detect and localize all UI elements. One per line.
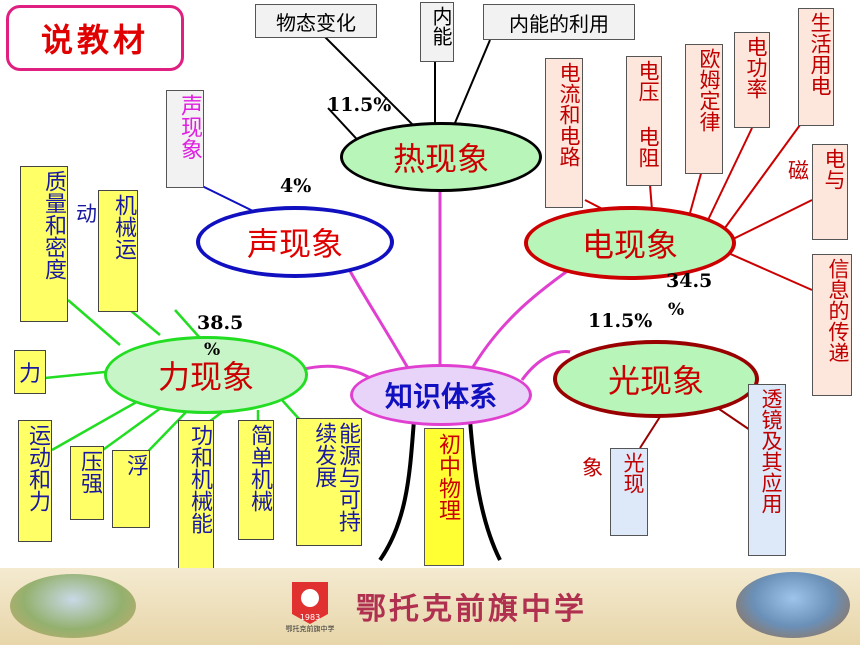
title-box: 说教材 xyxy=(6,5,184,71)
school-logo-icon: 1983 xyxy=(292,582,328,624)
light-topic-lens-application: 透镜及其应用 xyxy=(748,384,786,556)
force-topic-work-energy: 功和机械能 xyxy=(178,420,214,570)
electric-topic-electricity-and: 电与 xyxy=(812,144,848,240)
school-name: 鄂托克前旗中学 xyxy=(356,592,587,627)
school-logo-text: 鄂托克前旗中学 xyxy=(285,625,335,633)
electric-topic-electric-power: 电功率 xyxy=(734,32,770,128)
footer-photo-left xyxy=(10,574,136,638)
force-topic-mechanical-motion: 机械运 xyxy=(98,190,138,312)
force-topic-energy-sustainable: 能源与可持续发展 xyxy=(296,418,362,546)
electric-side-magnetism: 磁 xyxy=(788,159,809,183)
school-logo: 1983 鄂托克前旗中学 xyxy=(282,574,338,634)
electric-topic-current-circuit: 电流和电路 xyxy=(545,58,583,208)
light-topic-light: 光现 xyxy=(610,448,648,536)
force-percent-number: 38.5 xyxy=(197,312,244,334)
svg-text:1983: 1983 xyxy=(300,613,320,622)
electric-bubble[interactable]: 电现象 xyxy=(524,206,736,280)
light-bubble[interactable]: 光现象 xyxy=(553,340,759,418)
trunk-label: 初中物理 xyxy=(424,428,464,566)
electric-topic-information-transmission: 信息的传递 xyxy=(812,254,852,396)
sound-topic: 声现象 xyxy=(166,90,204,188)
footer-photo-right xyxy=(736,572,850,638)
force-side-move: 动 xyxy=(76,202,97,226)
force-topic-pressure: 压强 xyxy=(70,446,104,520)
electric-percent-sign: % xyxy=(668,300,685,320)
heat-topic-1: 物态变化 xyxy=(255,4,377,38)
force-topic-mass-density: 质量和密度 xyxy=(20,166,68,322)
electric-topic-voltage-resistance: 电压 电阻 xyxy=(626,56,662,186)
heat-topic-2: 内能 xyxy=(420,2,454,62)
light-side-phenomenon: 象 xyxy=(582,456,603,480)
force-topic-motion-force: 运动和力 xyxy=(18,420,52,542)
force-topic-force: 力 xyxy=(14,350,46,394)
heat-percent: 11.5% xyxy=(327,94,392,116)
electric-topic-household-electricity: 生活用电 xyxy=(798,8,834,126)
electric-percent-number: 34.5 xyxy=(666,270,713,292)
sound-bubble[interactable]: 声现象 xyxy=(196,206,394,278)
electric-topic-ohms-law: 欧姆定律 xyxy=(685,44,723,174)
force-percent-sign: % xyxy=(204,340,221,360)
sound-percent: 4% xyxy=(280,175,312,197)
title-text: 说教材 xyxy=(40,21,149,59)
light-percent: 11.5% xyxy=(588,310,653,332)
force-bubble[interactable]: 力现象 xyxy=(104,336,308,414)
footer-bar: 1983 鄂托克前旗中学 鄂托克前旗中学 xyxy=(0,568,860,645)
heat-topic-3: 内能的利用 xyxy=(483,4,635,40)
force-topic-buoyancy: 浮 xyxy=(112,450,150,528)
heat-bubble[interactable]: 热现象 xyxy=(340,122,542,192)
center-bubble[interactable]: 知识体系 xyxy=(350,364,532,426)
force-topic-simple-machines: 简单机械 xyxy=(238,420,274,540)
